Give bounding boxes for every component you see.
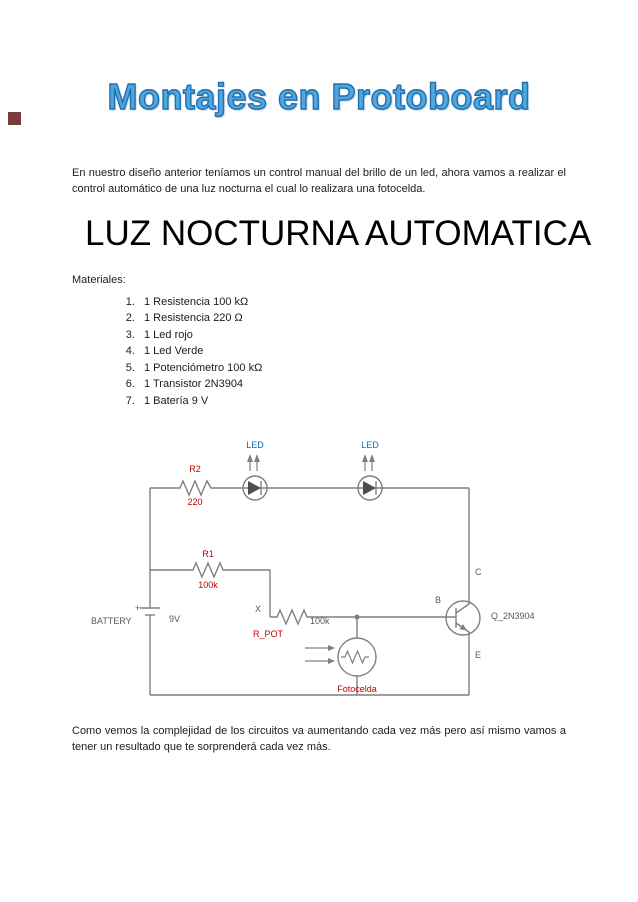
battery-plus-sign: + (135, 603, 140, 613)
photocell-label: Fotocelda (337, 684, 377, 694)
led1-symbol: LED (242, 440, 268, 502)
resistor-r2-value: 220 (187, 497, 202, 507)
materials-list: 1 Resistencia 100 kΩ 1 Resistencia 220 Ω… (72, 294, 566, 410)
material-item: 1 Led Verde (138, 343, 566, 360)
document-page: Montajes en Protoboard En nuestro diseño… (0, 75, 638, 756)
pot-value: 100k (310, 616, 330, 626)
battery-label: BATTERY (91, 616, 132, 626)
light-arrow-head (254, 454, 260, 463)
material-item: 1 Potenciómetro 100 kΩ (138, 360, 566, 377)
light-arrow-head (247, 454, 253, 463)
collector-label: C (475, 567, 482, 577)
base-label: B (435, 595, 441, 605)
resistor-r1: R1 100k (150, 549, 271, 618)
circuit-diagram: R2 220 + BATTERY 9V R1 100k (85, 435, 566, 710)
transistor-label: Q_2N3904 (491, 611, 535, 621)
wire (150, 479, 469, 498)
intro-paragraph: En nuestro diseño anterior teníamos un c… (72, 167, 566, 195)
pot-wiper-label: X (255, 604, 261, 614)
corner-mark (8, 112, 21, 125)
section-heading: LUZ NOCTURNA AUTOMATICA (85, 213, 592, 253)
material-item: 1 Led rojo (138, 327, 566, 344)
junction-dot (354, 614, 360, 620)
pot-name: R_POT (253, 629, 284, 639)
battery: + BATTERY 9V (91, 488, 180, 696)
wire (270, 608, 456, 627)
emitter-arrow-head (459, 624, 467, 631)
materials-label: Materiales: (72, 273, 126, 286)
top-rail-and-resistor-r2: R2 220 (150, 464, 469, 507)
led1-label: LED (246, 440, 264, 450)
light-arrow-head (362, 454, 368, 463)
led2-symbol: LED (357, 440, 383, 502)
light-arrow-head (328, 645, 335, 652)
transistor-symbol: C B E Q_2N3904 (435, 488, 535, 696)
closing-paragraph: Como vemos la complejidad de los circuit… (72, 725, 566, 754)
photocell-resistor (341, 649, 369, 665)
document-title: Montajes en Protoboard (107, 75, 531, 117)
material-item: 1 Batería 9 V (138, 393, 566, 410)
transistor-circle (445, 600, 481, 637)
battery-voltage: 9V (169, 614, 180, 624)
material-item: 1 Transistor 2N3904 (138, 376, 566, 393)
led2-label: LED (361, 440, 379, 450)
circuit-schematic: R2 220 + BATTERY 9V R1 100k (91, 440, 535, 697)
resistor-r1-label: R1 (202, 549, 214, 559)
resistor-r1-value: 100k (198, 580, 218, 590)
resistor-r2-label: R2 (189, 464, 201, 474)
diode-triangle (363, 481, 376, 496)
emitter-wire (455, 622, 470, 696)
collector-wire (455, 488, 470, 614)
diode-triangle (248, 481, 261, 496)
emitter-label: E (475, 650, 481, 660)
photocell-symbol: Fotocelda (305, 617, 377, 696)
material-item: 1 Resistencia 100 kΩ (138, 294, 566, 311)
potentiometer: X 100k R_POT (253, 604, 456, 639)
light-arrow-head (369, 454, 375, 463)
wire (150, 561, 271, 618)
photocell-circle (337, 637, 377, 678)
light-arrow-head (328, 658, 335, 665)
material-item: 1 Resistencia 220 Ω (138, 310, 566, 327)
